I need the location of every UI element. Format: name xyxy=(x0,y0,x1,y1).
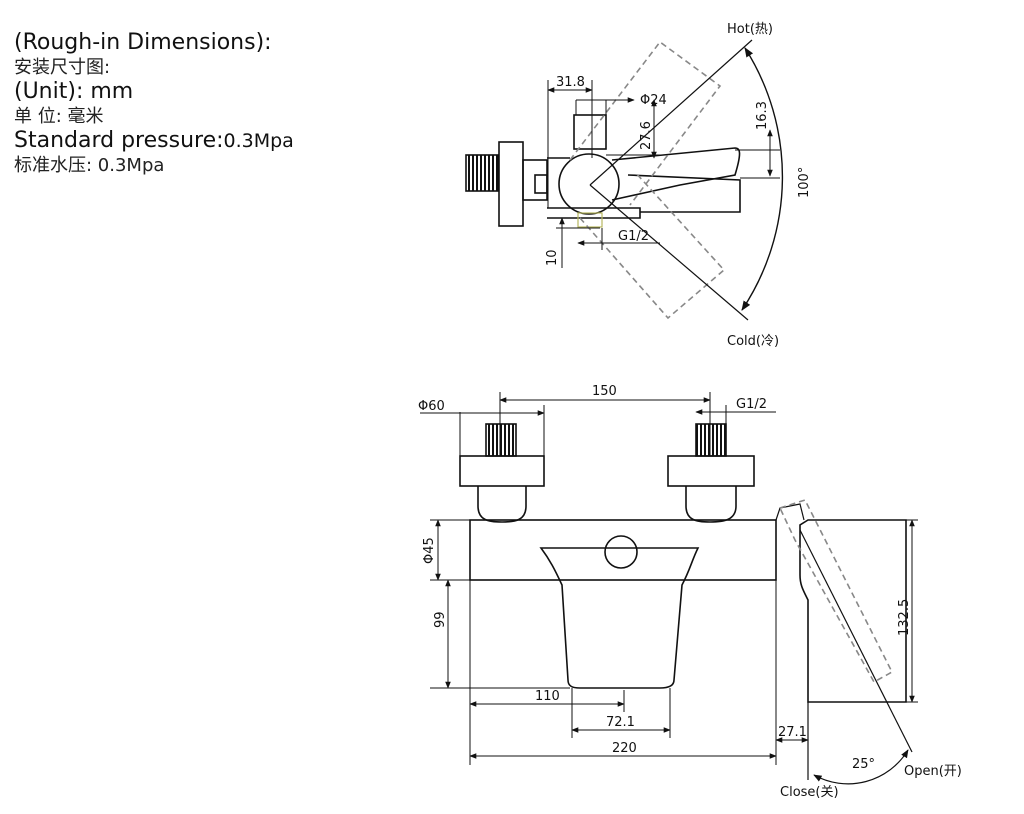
dim-110-label: 110 xyxy=(535,689,560,704)
front-view xyxy=(420,392,918,785)
dim-phi24-label: Φ24 xyxy=(640,93,667,108)
close-label: Close(关) xyxy=(780,785,839,800)
side-spout xyxy=(611,147,741,201)
dim-27-1-label: 27.1 xyxy=(778,725,807,740)
front-spout xyxy=(539,547,700,689)
unit-en: (Unit): mm xyxy=(14,79,134,104)
dim-27-6-label: 27.6 xyxy=(639,121,654,150)
front-thread-right xyxy=(695,423,727,457)
dim-phi60-label: Φ60 xyxy=(418,399,445,414)
side-spout-lower xyxy=(627,174,741,213)
front-thread-left xyxy=(485,423,517,457)
dim-150-label: 150 xyxy=(592,384,617,399)
hot-label: Hot(热) xyxy=(727,22,773,37)
front-connector-left xyxy=(477,486,527,523)
dim-g12-side-label: G1/2 xyxy=(618,229,649,244)
dim-31-8-label: 31.8 xyxy=(556,75,585,90)
front-rotation-envelope xyxy=(778,499,894,684)
dim-220-label: 220 xyxy=(612,741,637,756)
side-nut xyxy=(534,174,548,194)
side-rotation-envelope xyxy=(569,40,726,320)
front-flange-right xyxy=(667,455,755,487)
side-angle-arc xyxy=(741,47,784,311)
dim-g12-front-label: G1/2 xyxy=(736,397,767,412)
unit-zh: 单 位: 毫米 xyxy=(14,106,104,127)
dim-99-label: 99 xyxy=(433,611,448,628)
dim-10-label: 10 xyxy=(545,249,560,266)
front-knob xyxy=(604,535,638,569)
dim-132-5-label: 132.5 xyxy=(897,599,912,636)
dim-phi45-label: Φ45 xyxy=(422,537,437,564)
side-handle xyxy=(558,153,620,215)
dim-16-3-label: 16.3 xyxy=(755,101,770,130)
side-cold-ray xyxy=(589,184,749,321)
front-connector-right xyxy=(685,486,737,523)
front-open-ray xyxy=(799,529,913,753)
pressure-en-value: 0.3Mpa xyxy=(223,130,294,152)
front-angle-arc xyxy=(813,749,909,785)
side-top-knob xyxy=(573,114,607,150)
side-thread xyxy=(465,154,499,192)
title-en: (Rough-in Dimensions): xyxy=(14,30,272,55)
open-label: Open(开) xyxy=(904,764,962,779)
side-body xyxy=(547,157,641,219)
front-handle-top xyxy=(775,503,805,521)
dim-72-1-label: 72.1 xyxy=(606,715,635,730)
front-handle xyxy=(799,519,907,703)
front-body xyxy=(469,519,777,581)
pressure-en-label: Standard pressure: xyxy=(14,128,224,153)
cold-label: Cold(冷) xyxy=(727,334,779,349)
side-hot-ray xyxy=(589,39,753,186)
front-flange-left xyxy=(459,455,545,487)
pressure-en: Standard pressure:0.3Mpa xyxy=(14,128,374,154)
specification-block: (Rough-in Dimensions): 安装尺寸图: (Unit): mm… xyxy=(14,30,374,177)
title-zh: 安装尺寸图: xyxy=(14,57,111,78)
side-flange xyxy=(498,141,524,227)
angle-100-label: 100° xyxy=(797,167,812,198)
side-view xyxy=(465,39,784,321)
angle-25-label: 25° xyxy=(852,757,875,772)
side-outlet xyxy=(577,212,603,228)
pressure-zh: 标准水压: 0.3Mpa xyxy=(14,155,165,176)
